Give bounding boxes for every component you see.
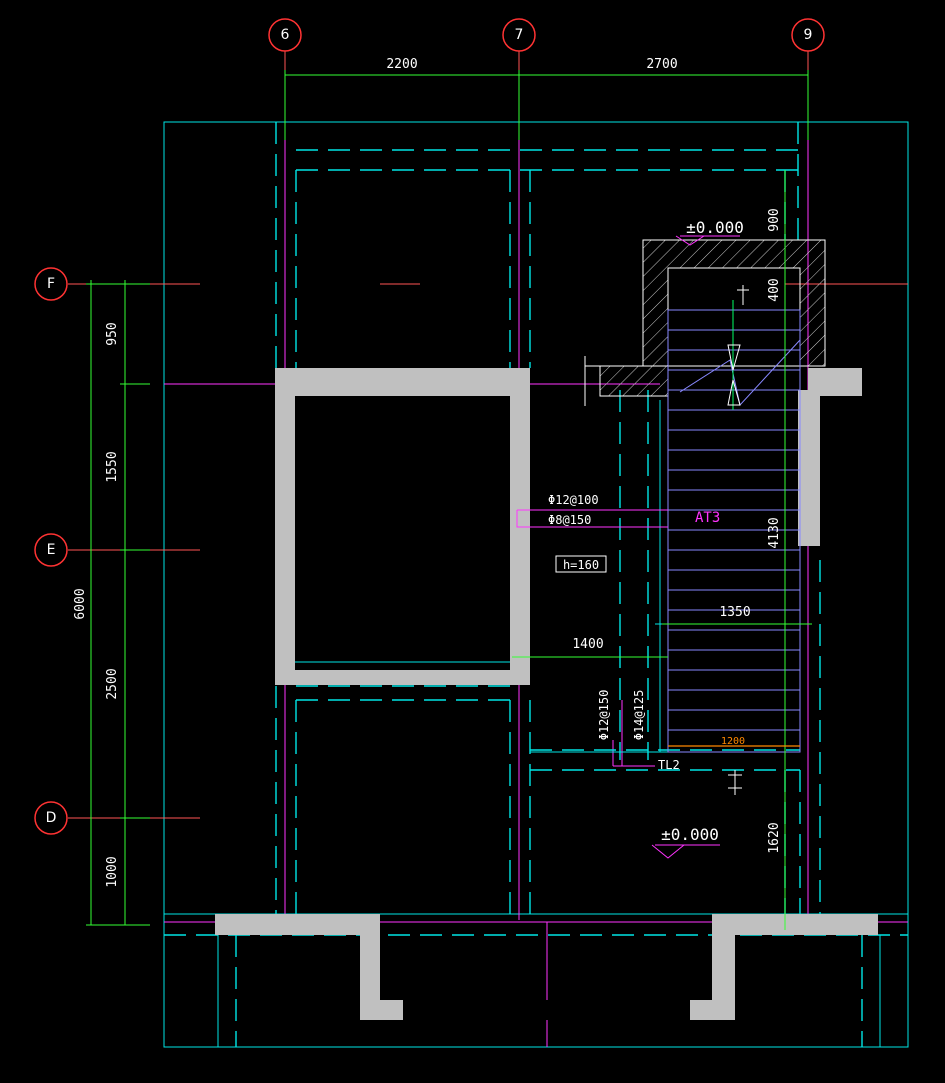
- axis-bubble-E: E: [34, 533, 68, 567]
- dim-left-2500: 2500: [105, 668, 120, 699]
- rebar-leaders: [516, 509, 668, 767]
- dim-right-400: 400: [767, 278, 782, 301]
- dim-right-4130: 4130: [767, 517, 782, 548]
- axis-bubble-F: F: [34, 267, 68, 301]
- elevation-lower: ±0.000: [661, 825, 719, 844]
- axis-lines: [68, 50, 908, 819]
- slab-thickness-box: [555, 555, 607, 573]
- axis-label-7: 7: [515, 27, 524, 43]
- stair-flight: [667, 309, 801, 753]
- dim-top-1: 2200: [386, 57, 417, 72]
- walls: [215, 368, 878, 1020]
- stair-label: AT3: [695, 510, 720, 526]
- dim-left-1000: 1000: [105, 856, 120, 887]
- rebar-v2-label: Φ14@125: [632, 690, 646, 741]
- section-marks: [728, 285, 749, 795]
- axis-label-9: 9: [804, 27, 813, 43]
- dim-right-900: 900: [767, 208, 782, 231]
- dim-1350: 1350: [719, 605, 750, 620]
- axis-label-F: F: [47, 276, 55, 292]
- beam-label: TL2: [658, 758, 680, 772]
- dim-1400: 1400: [572, 637, 603, 652]
- dim-left-1550: 1550: [105, 451, 120, 482]
- break-line-symbol: [679, 300, 801, 410]
- rebar-top-label: Φ12@100: [548, 493, 599, 507]
- axis-label-D: D: [46, 810, 57, 826]
- dim-left-950: 950: [105, 322, 120, 345]
- dim-left-total: 6000: [73, 588, 88, 619]
- dim-top-2: 2700: [646, 57, 677, 72]
- axis-bubble-6: 6: [268, 18, 302, 52]
- axis-label-6: 6: [281, 27, 290, 43]
- dim-right-1620: 1620: [767, 822, 782, 853]
- dashed-beams: [164, 122, 908, 1047]
- rebar-v1-label: Φ12@150: [597, 690, 611, 741]
- dimension-lines: [86, 70, 812, 930]
- elevation-upper: ±0.000: [686, 218, 744, 237]
- axis-bubble-7: 7: [502, 18, 536, 52]
- landing-hatch: [584, 239, 826, 406]
- rebar-bottom-label: Φ8@150: [548, 513, 591, 527]
- axis-label-E: E: [47, 542, 56, 558]
- slab-thickness-label: h=160: [563, 558, 599, 572]
- axis-bubble-D: D: [34, 801, 68, 835]
- axis-bubble-9: 9: [791, 18, 825, 52]
- elevation-symbols: [651, 235, 740, 859]
- dim-1200: 1200: [721, 736, 745, 747]
